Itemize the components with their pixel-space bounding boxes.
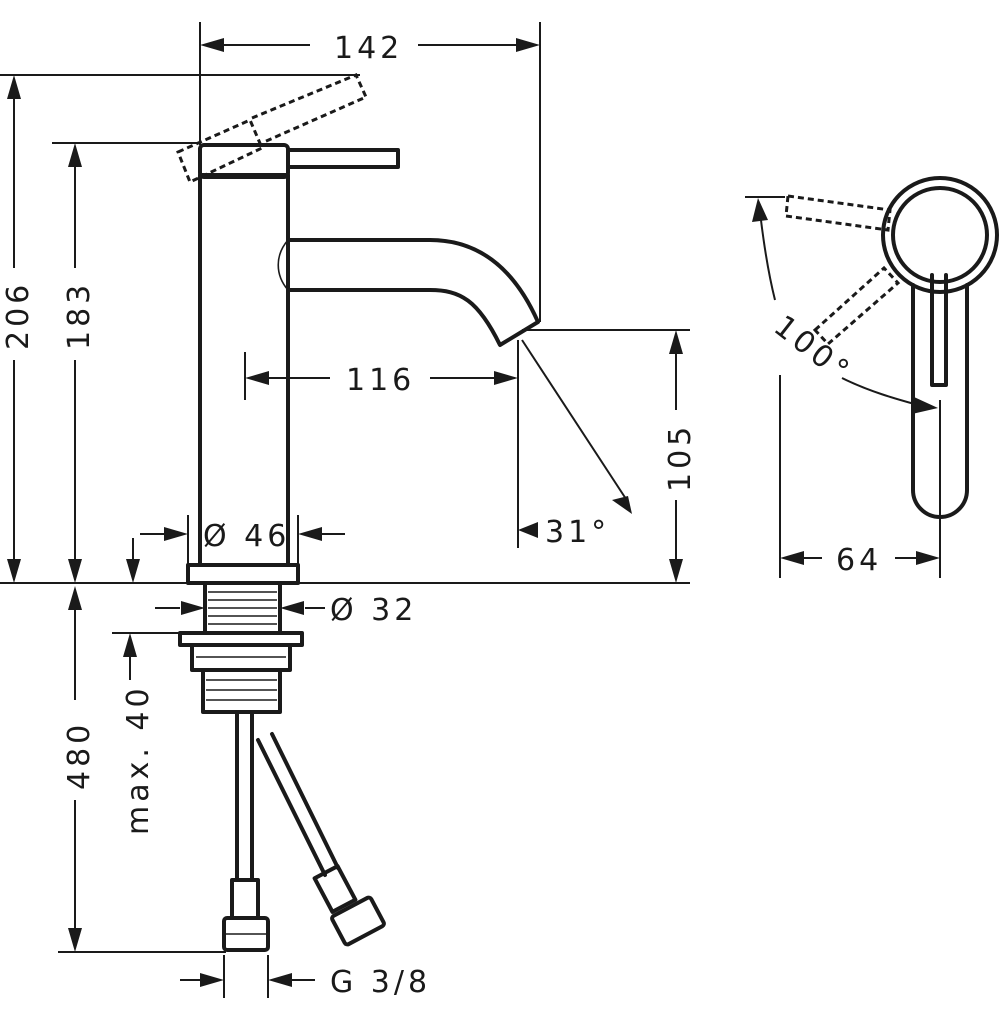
label-connection-thread: G 3/8 xyxy=(330,965,431,1000)
lever-open-arm xyxy=(251,73,368,144)
dimension-lines xyxy=(0,22,690,998)
lever-open-base xyxy=(176,118,264,185)
faucet-cap xyxy=(198,143,290,179)
label-spray-angle: 31° xyxy=(545,515,610,550)
rotation-arc-upper xyxy=(759,211,776,301)
rotation-arc-lower xyxy=(841,377,919,406)
label-body-height: 183 xyxy=(62,281,97,350)
label-max-deck-thickness: max. 40 xyxy=(121,684,156,835)
supply-hose-straight xyxy=(235,710,254,882)
label-hose-length: 480 xyxy=(62,721,97,790)
side-view-outer-ring xyxy=(881,176,999,294)
side-lever-position-a xyxy=(784,194,892,232)
hose-fitting-straight xyxy=(230,878,260,920)
spout xyxy=(286,238,540,347)
base-collar xyxy=(186,563,300,585)
label-spout-clearance: 105 xyxy=(663,423,698,492)
side-view-cap xyxy=(891,186,989,284)
supply-hose-angled xyxy=(256,732,340,877)
label-spout-reach: 116 xyxy=(346,363,415,398)
hose-nut-angled xyxy=(330,895,386,947)
side-view-lever-slot xyxy=(930,273,948,387)
side-lever-position-b xyxy=(812,265,901,347)
label-overall-width: 142 xyxy=(334,31,403,66)
dimension-labels: 142 206 183 116 105 Ø 46 Ø 32 480 max. 4… xyxy=(1,31,882,1000)
label-shank-diameter: Ø 32 xyxy=(330,593,417,628)
faucet-side-view xyxy=(745,176,999,578)
faucet-front-view xyxy=(176,73,540,952)
lower-thread xyxy=(201,668,282,714)
hose-nut-straight xyxy=(222,916,270,952)
label-body-diameter: Ø 46 xyxy=(203,519,290,554)
shank-threads xyxy=(208,591,277,625)
spout-joint xyxy=(277,239,289,291)
label-total-height: 206 xyxy=(1,281,36,350)
lever-closed xyxy=(286,148,400,169)
label-side-depth: 64 xyxy=(836,543,882,578)
hose-fitting-angled xyxy=(312,864,358,914)
